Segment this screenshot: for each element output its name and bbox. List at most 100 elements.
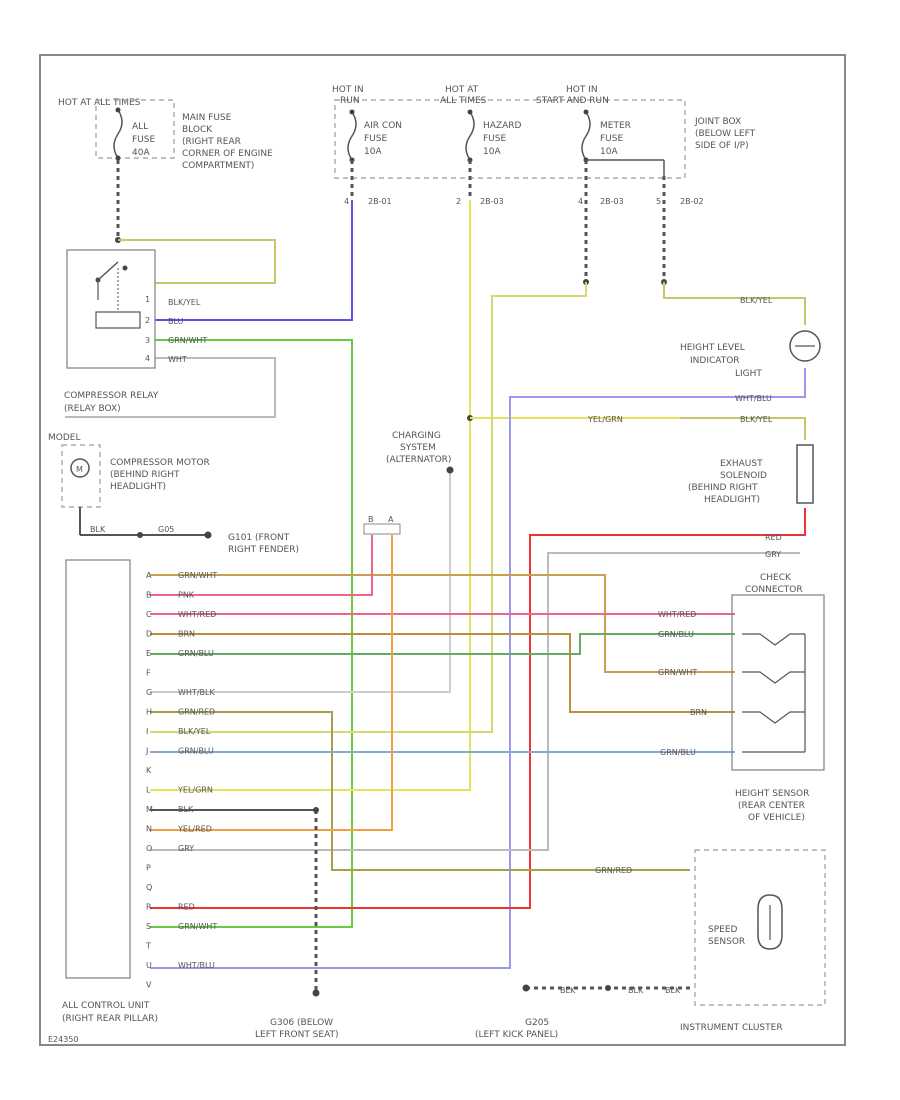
cluster-name: INSTRUMENT CLUSTER: [680, 1023, 783, 1033]
ecu-wire-label: PNK: [178, 591, 195, 600]
yelgrn-label: YEL/GRN: [587, 415, 623, 424]
check-wire-5: GRN/BLU: [660, 748, 696, 757]
fuse-rating: 40A: [132, 148, 150, 158]
ecu-pin-k: K: [146, 766, 152, 775]
ecu-pin-q: Q: [146, 883, 152, 892]
meter-hot-label-2: START AND RUN: [536, 96, 609, 106]
conn-pin-4: 5: [656, 197, 661, 206]
charging-name-1: CHARGING: [392, 431, 441, 441]
indicator-name-1: HEIGHT LEVEL: [680, 343, 745, 353]
fuse-block-desc-2: BLOCK: [182, 125, 213, 135]
ecu-wire-label: WHT/BLK: [178, 688, 215, 697]
cluster-gnd-1: BLK: [560, 986, 576, 995]
speed-sensor-name-1: SPEED: [708, 925, 738, 935]
hazard-fuse-symbol: [465, 111, 475, 161]
wire-whtblk: [150, 470, 451, 693]
charging-system: CHARGING SYSTEM (ALTERNATOR): [386, 431, 451, 465]
ecu-pin-c: C: [146, 610, 152, 619]
relay-wire-1: BLK/YEL: [168, 298, 201, 307]
height-sensor-name: HEIGHT SENSOR: [735, 789, 809, 799]
wire-blkyel-indicator: [663, 282, 806, 325]
speed-sensor-name-2: SENSOR: [708, 937, 745, 947]
all-fuse-label: ALL: [132, 122, 148, 132]
solenoid-name-3: (BEHIND RIGHT: [688, 483, 758, 493]
wire-yelred: [150, 535, 393, 831]
relay-pin-4: 4: [145, 354, 150, 363]
wire-wht: [65, 357, 276, 418]
wire-whtblu: [150, 368, 806, 969]
conn-2b03-b: 2B-03: [600, 197, 624, 206]
aircon-fuse-word: FUSE: [364, 134, 387, 144]
ecu-name: ALL CONTROL UNIT: [62, 1001, 150, 1011]
hot-at-all-times-label: HOT AT ALL TIMES: [58, 98, 141, 108]
ecu-pin-h: H: [146, 708, 152, 717]
joint-box: HOT IN RUN HOT AT ALL TIMES HOT IN START…: [332, 85, 756, 179]
ecu-wire-label: GRN/RED: [178, 708, 215, 717]
indicator-wire-bot: WHT/BLU: [735, 394, 772, 403]
height-sensor: CHECK CONNECTOR WHT/RED GRN/BLU GRN/WHT …: [658, 573, 825, 823]
meter-fuse-symbol: [581, 111, 591, 161]
conn-2b02: 2B-02: [680, 197, 704, 206]
ground-wire-2: G05: [158, 525, 174, 534]
hazard-fuse-rating: 10A: [483, 147, 501, 157]
check-wire-2: GRN/BLU: [658, 630, 694, 639]
ecu-pin-b: B: [146, 591, 152, 600]
solenoid-coil: [796, 444, 814, 504]
ecu-pin-e: E: [146, 649, 151, 658]
conn-pin-1: 4: [344, 197, 349, 206]
solenoid-wire-bot: RED: [765, 533, 782, 542]
ecu-pin-p: P: [146, 864, 151, 873]
joint-box-label-2: (BELOW LEFT: [695, 129, 756, 139]
motor-symbol: [70, 458, 90, 478]
ecu-pin-r: R: [146, 903, 152, 912]
meter-hot-label: HOT IN: [566, 85, 598, 95]
hazard-hot-label-2: ALL TIMES: [440, 96, 487, 106]
check-wire-1: WHT/RED: [658, 610, 696, 619]
ecu-wire-label: GRN/WHT: [178, 571, 217, 580]
speed-wire: GRN/RED: [595, 866, 632, 875]
ground-g101: G101 (FRONT: [228, 533, 290, 543]
ecu-wire-label: BLK/YEL: [178, 727, 211, 736]
fuse-symbol: [113, 109, 123, 159]
conn-pin-3: 4: [578, 197, 583, 206]
ecu-wire-label: GRN/BLU: [178, 649, 214, 658]
ecu-location: (RIGHT REAR PILLAR): [62, 1014, 158, 1024]
ecu-wire-label: WHT/RED: [178, 610, 216, 619]
height-sensor-loc-1: (REAR CENTER: [738, 801, 805, 811]
ecu-wire-label: YEL/GRN: [177, 786, 213, 795]
solenoid-name-2: SOLENOID: [720, 471, 767, 481]
relay-wire-4: WHT: [168, 355, 187, 364]
fuse-word: FUSE: [132, 135, 155, 145]
hazard-hot-label: HOT AT: [445, 85, 479, 95]
diagram-id: E24350: [48, 1035, 79, 1044]
aircon-hot-label-2: RUN: [340, 96, 360, 106]
charging-name-3: (ALTERNATOR): [386, 455, 451, 465]
alternator-connector: B A: [363, 515, 401, 535]
ecu-wire-label: GRN/BLU: [178, 747, 214, 756]
ecu-wire-label: YEL/RED: [177, 825, 212, 834]
hazard-fuse-name: HAZARD: [483, 121, 522, 131]
wire-brn: [150, 633, 735, 713]
ground-g306-loc: LEFT FRONT SEAT): [255, 1030, 339, 1040]
ecu-wire-label: BLK: [178, 805, 194, 814]
ecu-pin-a: A: [146, 571, 152, 580]
charging-name-2: SYSTEM: [400, 443, 436, 453]
wire-blkyel-relay: [118, 239, 276, 284]
aircon-fuse-rating: 10A: [364, 147, 382, 157]
main-fuse-block: HOT AT ALL TIMES ALL FUSE 40A MAIN FUSE …: [58, 98, 273, 171]
conn-pin-2: 2: [456, 197, 461, 206]
relay-pin-3: 3: [145, 336, 150, 345]
wires: [65, 160, 806, 992]
motor-name: COMPRESSOR MOTOR: [110, 458, 210, 468]
wire-grnblu: [150, 633, 735, 655]
joint-box-label-3: SIDE OF I/P): [695, 141, 749, 151]
gry-label: GRY: [765, 550, 781, 559]
ecu-pin-g: G: [146, 688, 152, 697]
wire-yelgrn: [150, 200, 471, 791]
solenoid-wire-top: BLK/YEL: [740, 415, 773, 424]
wire-grnwht-check: [150, 574, 735, 673]
ground-g205: G205: [525, 1018, 549, 1028]
wire-gry: [150, 552, 800, 851]
